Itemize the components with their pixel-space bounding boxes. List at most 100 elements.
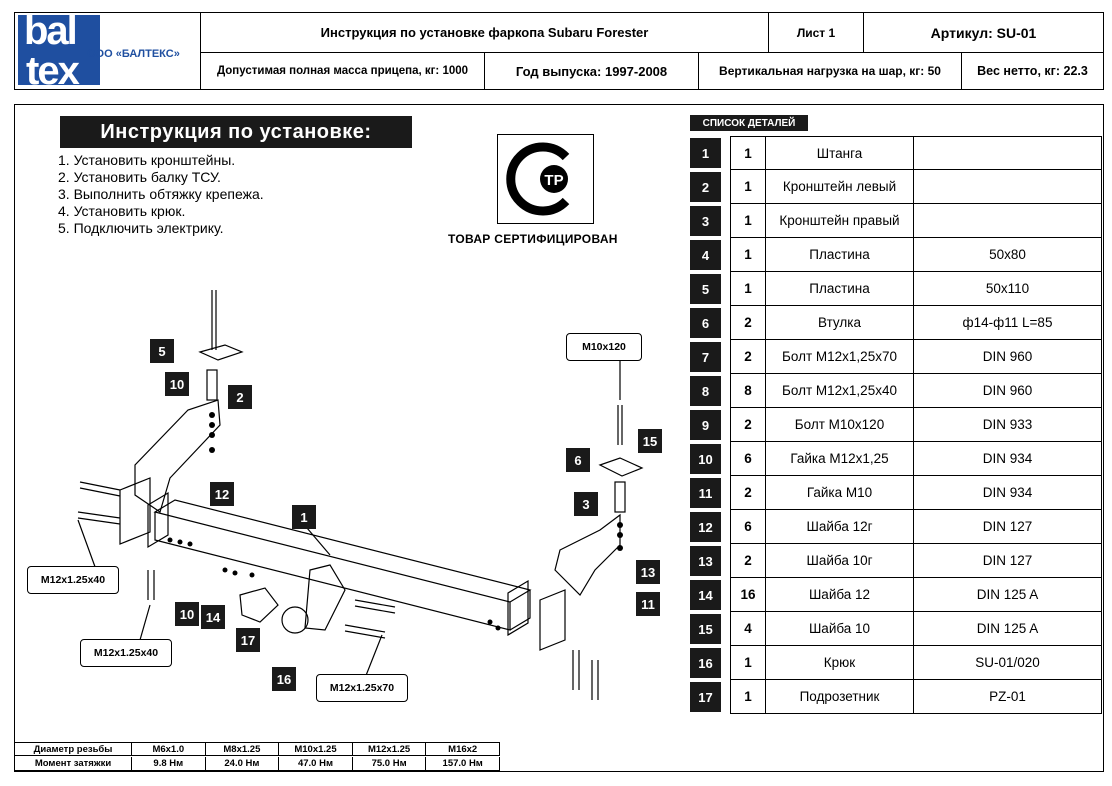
part-name: Втулка [766,306,914,340]
part-qty: 2 [730,340,766,374]
torque-value: 24.0 Нм [205,757,280,771]
right-bracket [554,513,621,596]
part-spec [914,136,1102,170]
instruction-step: 2. Установить балку ТСУ. [58,169,221,185]
plate-50x80 [198,344,244,361]
certified-label: ТОВАР СЕРТИФИЦИРОВАН [448,232,618,246]
callout-5: 6 [566,448,590,472]
part-qty: 6 [730,510,766,544]
part-name: Болт М12х1,25х70 [766,340,914,374]
part-name: Шайба 10г [766,544,914,578]
part-name: Шайба 10 [766,612,914,646]
torque-row-label: Диаметр резьбы [14,742,132,756]
part-name: Гайка М10 [766,476,914,510]
torque-value: 9.8 Нм [132,757,206,771]
left-bracket [134,399,221,513]
callout-15: 15 [638,429,662,453]
max-trailer-mass: Допустимая полная масса прицепа, кг: 100… [201,53,485,89]
tow-bar-beam-side [154,512,511,631]
part-spec: DIN 960 [914,340,1102,374]
label-m12x70: M12x1.25x70 [316,674,408,702]
instruction-step: 5. Подключить электрику. [58,220,224,236]
part-name: Болт М12х1,25х40 [766,374,914,408]
part-name: Штанга [766,136,914,170]
part-number-badge: 16 [690,648,721,678]
part-name: Крюк [766,646,914,680]
label-m12x40: M12x1.25x40 [27,566,119,594]
part-spec: DIN 125 A [914,612,1102,646]
part-spec: DIN 125 A [914,578,1102,612]
callout-3: 3 [574,492,598,516]
part-name: Болт М10х120 [766,408,914,442]
bolts-right-bottom [572,650,599,700]
part-spec: 50x80 [914,238,1102,272]
part-name: Гайка М12х1,25 [766,442,914,476]
part-number-badge: 12 [690,512,721,542]
part-spec: PZ-01 [914,680,1102,714]
certification-icon: ТР [506,142,570,216]
label-m12x40: M12x1.25x40 [80,639,172,667]
part-qty: 1 [730,680,766,714]
part-spec: DIN 127 [914,510,1102,544]
part-qty: 1 [730,646,766,680]
beam-end-plate-right [507,579,529,637]
certification-mark-box: ТР [497,134,594,224]
sheet-number: Лист 1 [769,13,864,53]
part-spec: DIN 960 [914,374,1102,408]
company-name: ООО «БАЛТЕКС» [87,48,180,60]
exploded-assembly-diagram [77,290,644,700]
instruction-step: 3. Выполнить обтяжку крепежа. [58,186,264,202]
part-number-badge: 11 [690,478,721,508]
article-number: Артикул: SU-01 [864,13,1103,53]
vertical-load: Вертикальная нагрузка на шар, кг: 50 [699,53,962,89]
part-spec: DIN 933 [914,408,1102,442]
part-qty: 1 [730,272,766,306]
part-number-badge: 3 [690,206,721,236]
torque-value: 157.0 Нм [426,757,500,771]
part-spec: SU-01/020 [914,646,1102,680]
torque-row-label: Момент затяжки [14,757,132,771]
socket-plate [239,587,279,623]
bolt-m12x70 [344,599,396,639]
title-block: bal tex ООО «БАЛТЕКС» Инструкция по уста… [14,9,1104,93]
hook-mount [304,564,346,631]
thread-size: M8x1.25 [205,742,280,756]
part-number-badge: 9 [690,410,721,440]
part-spec: DIN 934 [914,442,1102,476]
label-m10x120: M10x120 [566,333,642,361]
thread-size: M16x2 [426,742,500,756]
part-spec [914,204,1102,238]
part-qty: 1 [730,136,766,170]
part-qty: 2 [730,408,766,442]
logo-text-bottom: tex [26,49,80,93]
part-name: Кронштейн левый [766,170,914,204]
document-title: Инструкция по установке фаркопа Subaru F… [201,13,769,53]
callout-4: 5 [150,339,174,363]
part-number-badge: 14 [690,580,721,610]
svg-text:ТР: ТР [544,172,563,189]
callout-6: 10 [165,372,189,396]
part-number-badge: 8 [690,376,721,406]
part-number-badge: 4 [690,240,721,270]
drawing-frame [14,104,1104,772]
part-qty: 2 [730,544,766,578]
instruction-steps: 1. Установить кронштейны. 2. Установить … [58,152,264,237]
part-spec: 50x110 [914,272,1102,306]
callout-10: 10 [175,602,199,626]
instruction-step: 1. Установить кронштейны. [58,152,236,168]
net-weight: Вес нетто, кг: 22.3 [977,64,1088,78]
